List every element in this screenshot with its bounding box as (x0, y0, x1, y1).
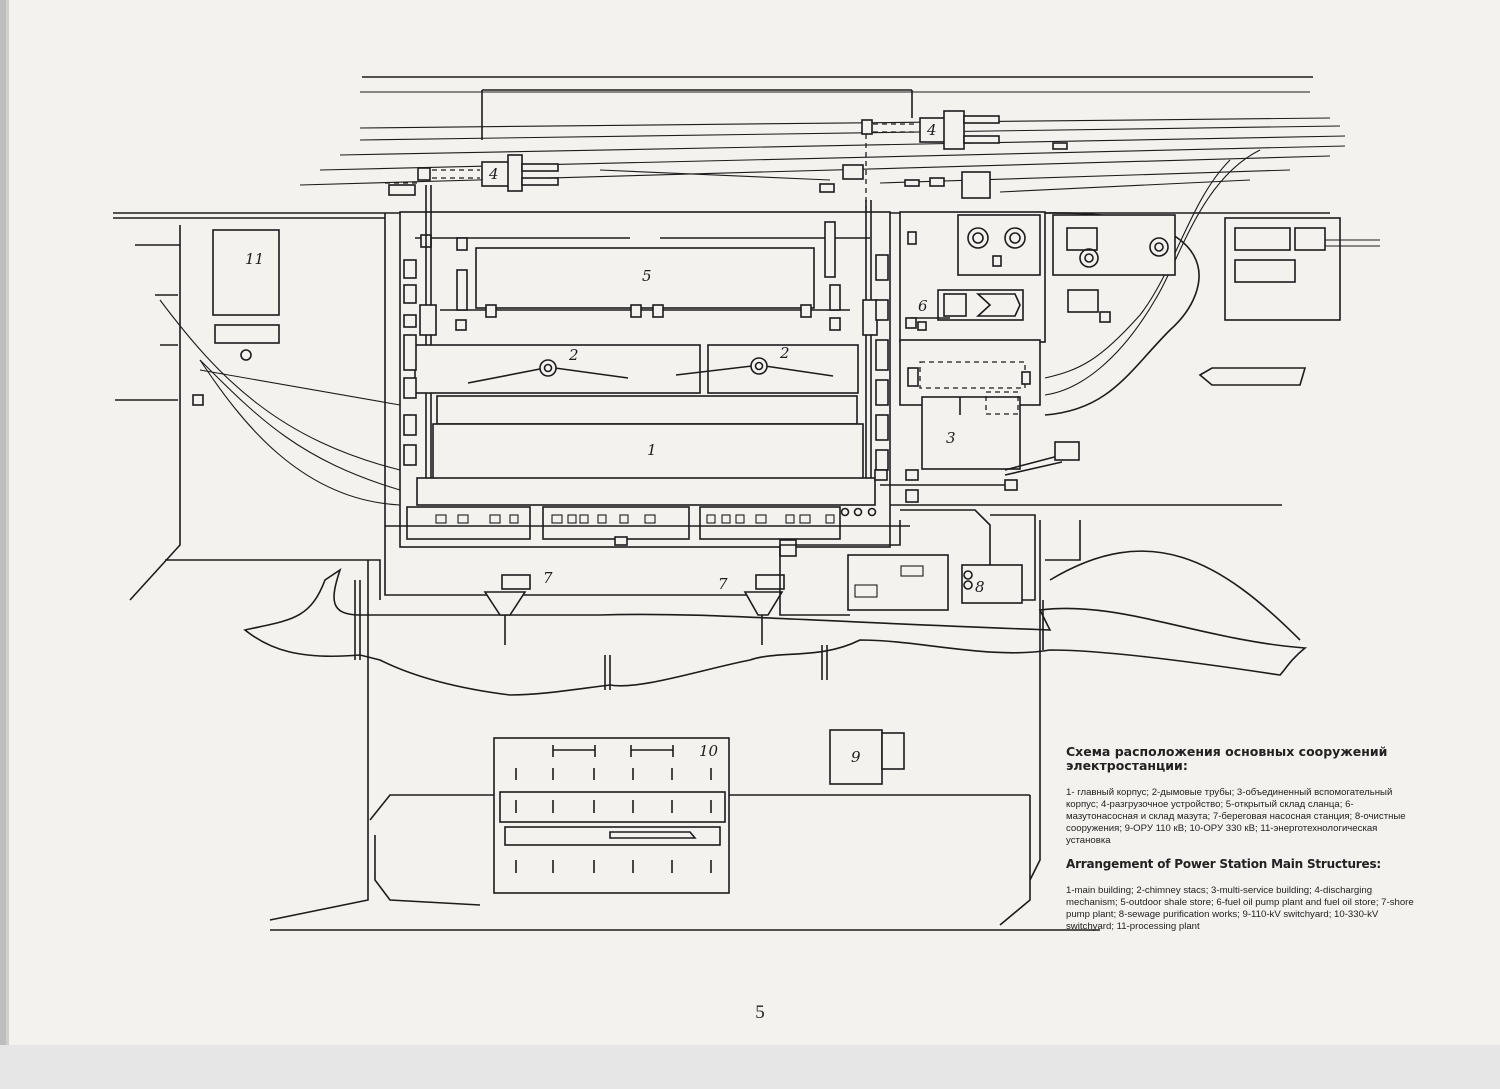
road-network (115, 213, 1301, 931)
label-discharging-right: 4 (926, 121, 937, 139)
page-number: 5 (755, 1002, 765, 1023)
shore-pumps-and-sewage (483, 509, 1036, 645)
label-chimney-left: 2 (568, 346, 579, 364)
legend-block: Схема расположения основных сооружений э… (1066, 745, 1416, 933)
label-sewage-works: 8 (975, 578, 985, 596)
label-shale-store: 5 (642, 267, 652, 285)
label-shore-pump-right: 7 (718, 575, 728, 593)
discharging-mechanisms (385, 110, 1068, 210)
switchyards (493, 729, 905, 894)
label-discharging-left: 4 (488, 165, 499, 183)
processing-plant-building (192, 229, 280, 406)
label-switchyard-110: 9 (851, 748, 861, 766)
fuel-oil-and-auxiliary-zone (874, 211, 1080, 503)
legend-text-ru: 1- главный корпус; 2-дымовые трубы; 3-об… (1066, 787, 1406, 846)
main-site-block (385, 185, 910, 557)
label-switchyard-330: 10 (699, 742, 719, 760)
upper-right-compound (1052, 214, 1380, 386)
legend-title-en: Arrangement of Power Station Main Struct… (1066, 857, 1381, 871)
label-main-building: 1 (647, 441, 657, 459)
structure-number-labels: 1 2 2 3 4 4 5 6 7 7 8 9 10 11 (245, 121, 985, 766)
scan-edge-left (0, 0, 6, 1089)
label-processing-plant: 11 (245, 250, 264, 268)
site-plan-diagram: 1 2 2 3 4 4 5 6 7 7 8 9 10 11 (113, 76, 1380, 931)
label-shore-pump-left: 7 (543, 569, 553, 587)
railway-tracks (113, 76, 1346, 506)
label-chimney-right: 2 (779, 344, 790, 362)
legend-title-ru: Схема расположения основных сооружений э… (1066, 744, 1388, 773)
scan-edge-bottom (0, 1045, 1500, 1089)
label-fuel-oil-pump: 6 (918, 297, 928, 315)
label-multi-service-building: 3 (946, 429, 956, 447)
legend-text-en: 1-main building; 2-chimney stacs; 3-mult… (1066, 885, 1414, 932)
cooling-water-canal (243, 568, 1308, 696)
